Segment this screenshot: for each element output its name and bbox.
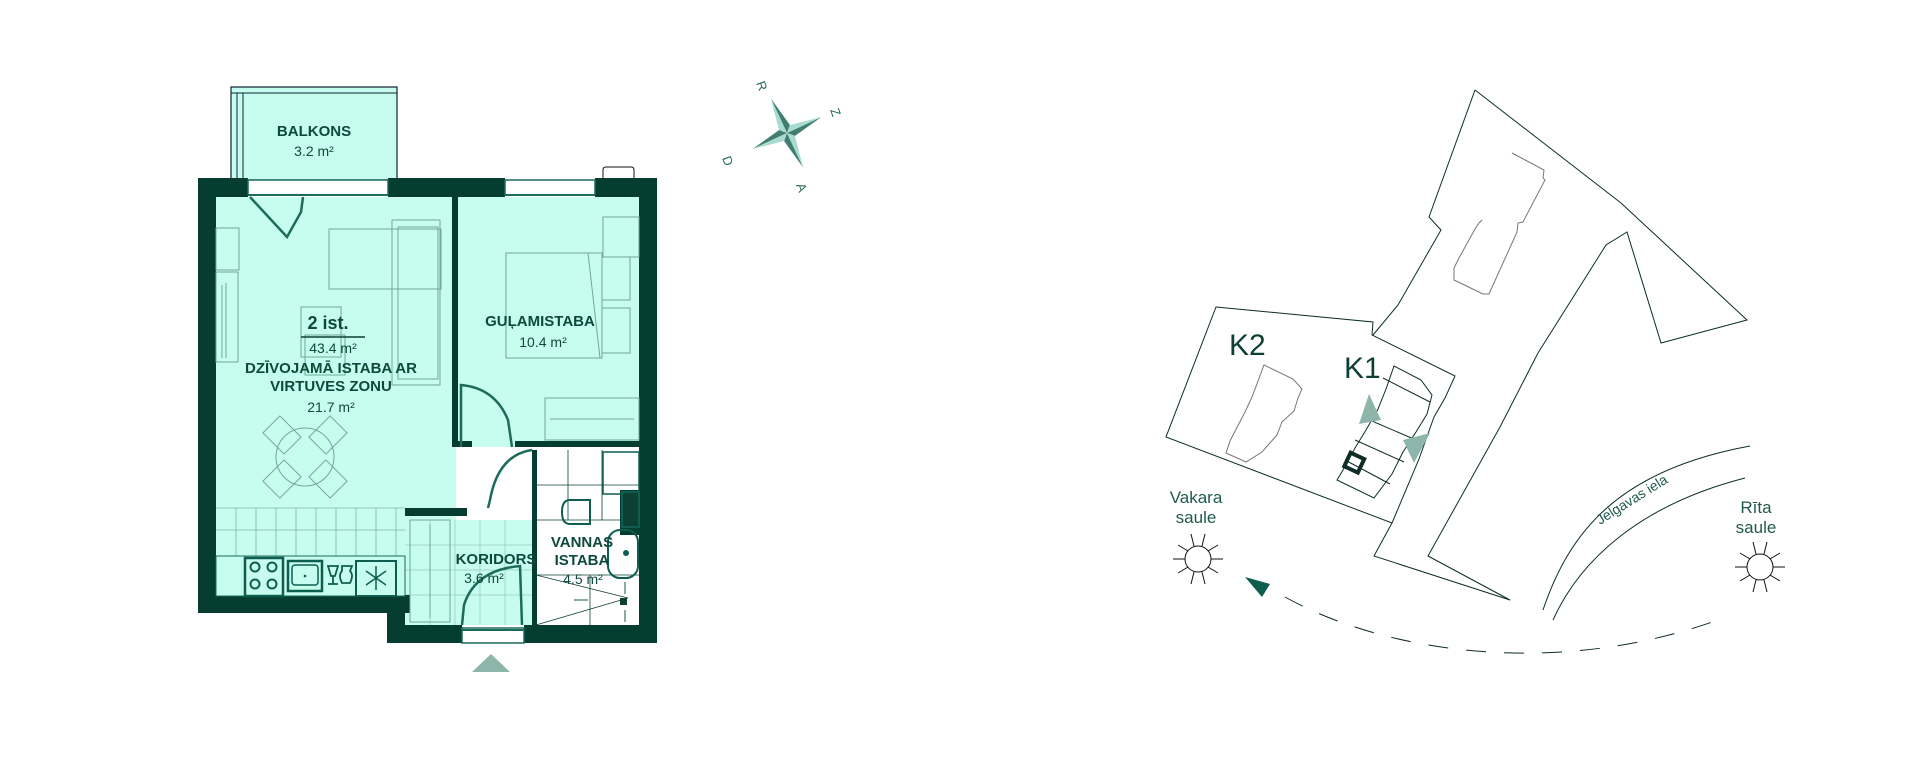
lot-north [1427,89,1749,601]
washbasin-icon [607,529,639,579]
compass-north-label: Z [827,106,844,119]
bathroom-fixtures [560,451,640,622]
corridor-wardrobe [409,519,451,623]
room-name-corridor: KORIDORS [456,551,537,568]
sun-direction-arrow-icon [1245,577,1270,597]
furniture [215,216,640,623]
room-area-bedroom: 10.4 m² [519,334,567,350]
room-name-bedroom: GUĻAMISTABA [485,313,595,330]
view-arrow-icon [1403,433,1430,463]
entrance-arrow-icon [472,654,510,672]
room-name-living-1: DZĪVOJAMĀ ISTABA AR [245,360,417,377]
morning-sun-label-1: Rīta [1740,498,1772,517]
room-name-balcony: BALKONS [277,123,351,140]
bed [505,252,603,359]
toilet-icon [560,499,591,525]
room-name-bathroom-2: ISTABA [555,552,610,569]
tv-unit [215,271,239,363]
lot-k2 [1165,306,1456,524]
wardrobe [544,397,640,441]
windows [247,179,596,644]
dishwasher-icon [326,565,340,585]
evening-sun-label-2: saule [1176,508,1217,527]
compass-west-label: R [753,79,770,93]
compass-east-label: A [793,181,810,195]
unit-total-area: 43.4 m² [309,340,357,356]
floor-plan: BALKONS 3.2 m² 2 ist. 43.4 m² DZĪVOJAMĀ … [198,86,657,672]
building-north [1453,152,1546,295]
sun-icon [1735,541,1785,593]
window-sills [248,194,595,631]
morning-sun-label-2: saule [1736,518,1777,537]
evening-sun-label-1: Vakara [1170,488,1223,507]
street-edge-outer [1542,445,1751,611]
street-edge-inner [1552,477,1746,621]
sofa [391,219,441,386]
unit-room-count: 2 ist. [307,313,348,333]
building-label-k1: K1 [1344,352,1381,385]
apartment-location-marker [1341,450,1367,476]
sofa-back [328,228,442,290]
sink-icon [286,559,324,593]
compass-south-label: D [719,154,736,168]
room-area-bathroom: 4.5 m² [563,571,603,587]
dining-table [275,427,335,487]
shower-drain-icon [620,598,627,605]
room-area-corridor: 3.6 m² [464,570,504,586]
bathroom-area [536,450,639,625]
room-name-living-2: VIRTUVES ZONU [270,378,392,395]
compass-rose-icon [752,98,822,168]
building-label-k2: K2 [1229,329,1266,362]
building-k1 [1336,365,1433,499]
kitchen-counter [215,555,406,598]
sun-path [1284,596,1719,654]
room-area-balcony: 3.2 m² [294,143,334,159]
building-k2 [1225,364,1303,463]
corridor-area [405,520,532,625]
bedroom-area [456,197,639,447]
street-label: Jelgavas iela [1593,471,1670,528]
view-arrow-icon [1359,394,1381,424]
room-area-living: 21.7 m² [307,399,355,415]
balcony [230,86,398,181]
walls [198,178,657,643]
doors [249,196,533,626]
sun-icon [1173,533,1223,585]
fridge-icon [355,560,397,597]
room-name-bathroom-1: VANNAS [551,534,613,551]
